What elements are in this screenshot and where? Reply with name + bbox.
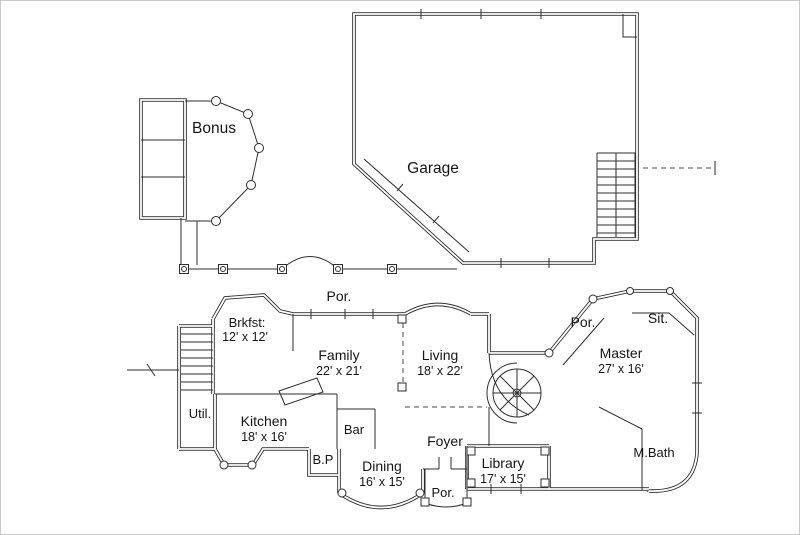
porch-arch: [281, 256, 339, 270]
gallery-curved-wall: [488, 352, 530, 416]
room-label-porch-master: Por.: [571, 314, 596, 330]
room-label-library: Library: [482, 455, 525, 471]
room-label-porch-front: Por.: [431, 485, 454, 500]
room-label-garage: Garage: [407, 160, 459, 177]
room-label-breakfast: Brkfst:: [229, 315, 266, 330]
round-columns: [211, 96, 674, 498]
porch-columns: [179, 264, 397, 274]
kitchen-island: [278, 377, 324, 406]
room-label-bonus: Bonus: [192, 120, 236, 137]
garage-stairs: [596, 152, 636, 237]
room-label-bar: Bar: [344, 422, 365, 437]
garage-pilaster: [622, 14, 637, 38]
section-marker-left: [127, 363, 179, 377]
room-dims-family: 22' x 21': [316, 364, 362, 378]
room-label-living: Living: [422, 347, 459, 363]
room-dims-library: 17' x 15': [480, 472, 526, 486]
room-label-master-bath: M.Bath: [633, 445, 674, 460]
garage-walls: [352, 12, 639, 265]
master-bath-walls: [598, 406, 643, 490]
garage-door-wall: [363, 158, 470, 253]
room-label-powder-bath: B.P: [313, 452, 334, 467]
interior-columns: [397, 314, 550, 507]
room-label-master: Master: [600, 345, 643, 361]
spiral-staircase: [486, 362, 542, 424]
room-label-dining: Dining: [362, 458, 402, 474]
master-porch-inner-wall: [562, 317, 605, 366]
foyer-front-doors: [423, 457, 467, 470]
window-ticks: [310, 9, 702, 494]
sitting-room-walls: [632, 312, 695, 336]
bonus-interior-walls: [141, 139, 185, 178]
bar-walls: [336, 394, 376, 449]
stairs-left: [181, 333, 213, 391]
room-label-porch-top: Por.: [327, 288, 352, 304]
room-label-foyer: Foyer: [427, 433, 463, 449]
bonus-room-walls: [139, 98, 187, 220]
room-label-family: Family: [318, 347, 359, 363]
bonus-connector-walls: [180, 218, 198, 265]
room-label-kitchen: Kitchen: [241, 413, 288, 429]
room-dims-kitchen: 18' x 16': [241, 430, 287, 444]
room-dims-master: 27' x 16': [598, 362, 644, 376]
room-label-utility: Util.: [189, 406, 211, 421]
room-label-sitting: Sit.: [648, 310, 668, 326]
room-dims-breakfast: 12' x 12': [222, 330, 268, 344]
room-dims-living: 18' x 22': [417, 364, 463, 378]
room-dims-dining: 16' x 15': [359, 475, 405, 489]
bonus-deck-edge: [185, 100, 260, 222]
